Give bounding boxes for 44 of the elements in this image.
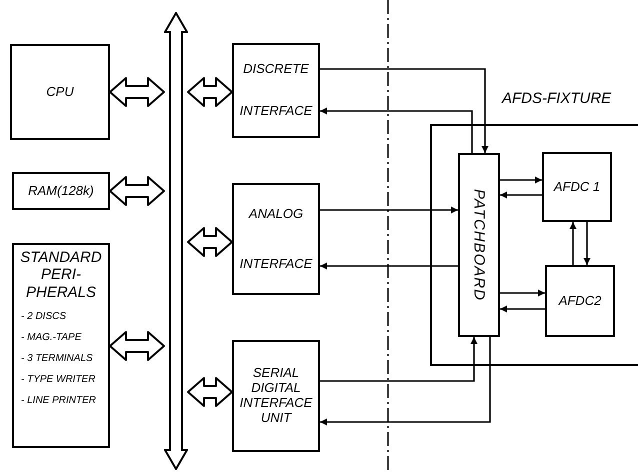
box-label: ANALOG xyxy=(248,206,304,222)
process-box xyxy=(542,152,612,222)
box-label: RAM(128k) xyxy=(28,184,94,198)
arrow xyxy=(500,192,542,198)
arrow xyxy=(320,108,473,153)
arrow xyxy=(320,337,478,382)
process-box xyxy=(232,340,320,452)
list-item: - 2 DISCS xyxy=(20,310,66,322)
fixture-label: AFDS-FIXTURE xyxy=(502,90,612,107)
box-label: DISCRETE xyxy=(243,62,309,78)
double-arrow xyxy=(109,77,165,107)
double-arrow xyxy=(187,77,233,107)
box-label: PATCHBOARD xyxy=(470,189,488,301)
box-label: STANDARD PERI- PHERALS xyxy=(19,249,103,301)
process-box xyxy=(10,44,110,140)
double-arrow xyxy=(187,227,233,257)
list-item: - 3 TERMINALS xyxy=(20,352,93,364)
arrow xyxy=(320,206,458,214)
process-box xyxy=(12,172,110,210)
patchboard-box xyxy=(458,153,500,337)
process-box xyxy=(232,183,320,295)
process-box xyxy=(232,43,320,138)
arrow xyxy=(500,306,545,312)
box-label: SERIAL DIGITAL INTERFACE UNIT xyxy=(238,366,314,426)
box-label: CPU xyxy=(46,84,74,100)
box-label: AFDC 1 xyxy=(554,180,600,194)
double-arrow xyxy=(109,331,165,361)
arrow xyxy=(500,290,545,296)
arrow xyxy=(320,262,458,270)
box-label: INTERFACE xyxy=(240,104,312,119)
arrow xyxy=(500,176,542,184)
double-arrow xyxy=(187,377,233,407)
process-box xyxy=(12,243,110,448)
list-item: - LINE PRINTER xyxy=(20,394,96,406)
arrow xyxy=(320,68,488,153)
list-item: - MAG.-TAPE xyxy=(20,332,82,343)
arrow xyxy=(570,222,576,265)
process-box xyxy=(545,265,615,337)
arrow xyxy=(584,222,590,265)
box-label: AFDC2 xyxy=(558,294,602,308)
list-item: - TYPE WRITER xyxy=(20,374,96,385)
arrow xyxy=(320,337,491,426)
box-label: INTERFACE xyxy=(240,256,312,272)
double-arrow xyxy=(109,176,165,206)
